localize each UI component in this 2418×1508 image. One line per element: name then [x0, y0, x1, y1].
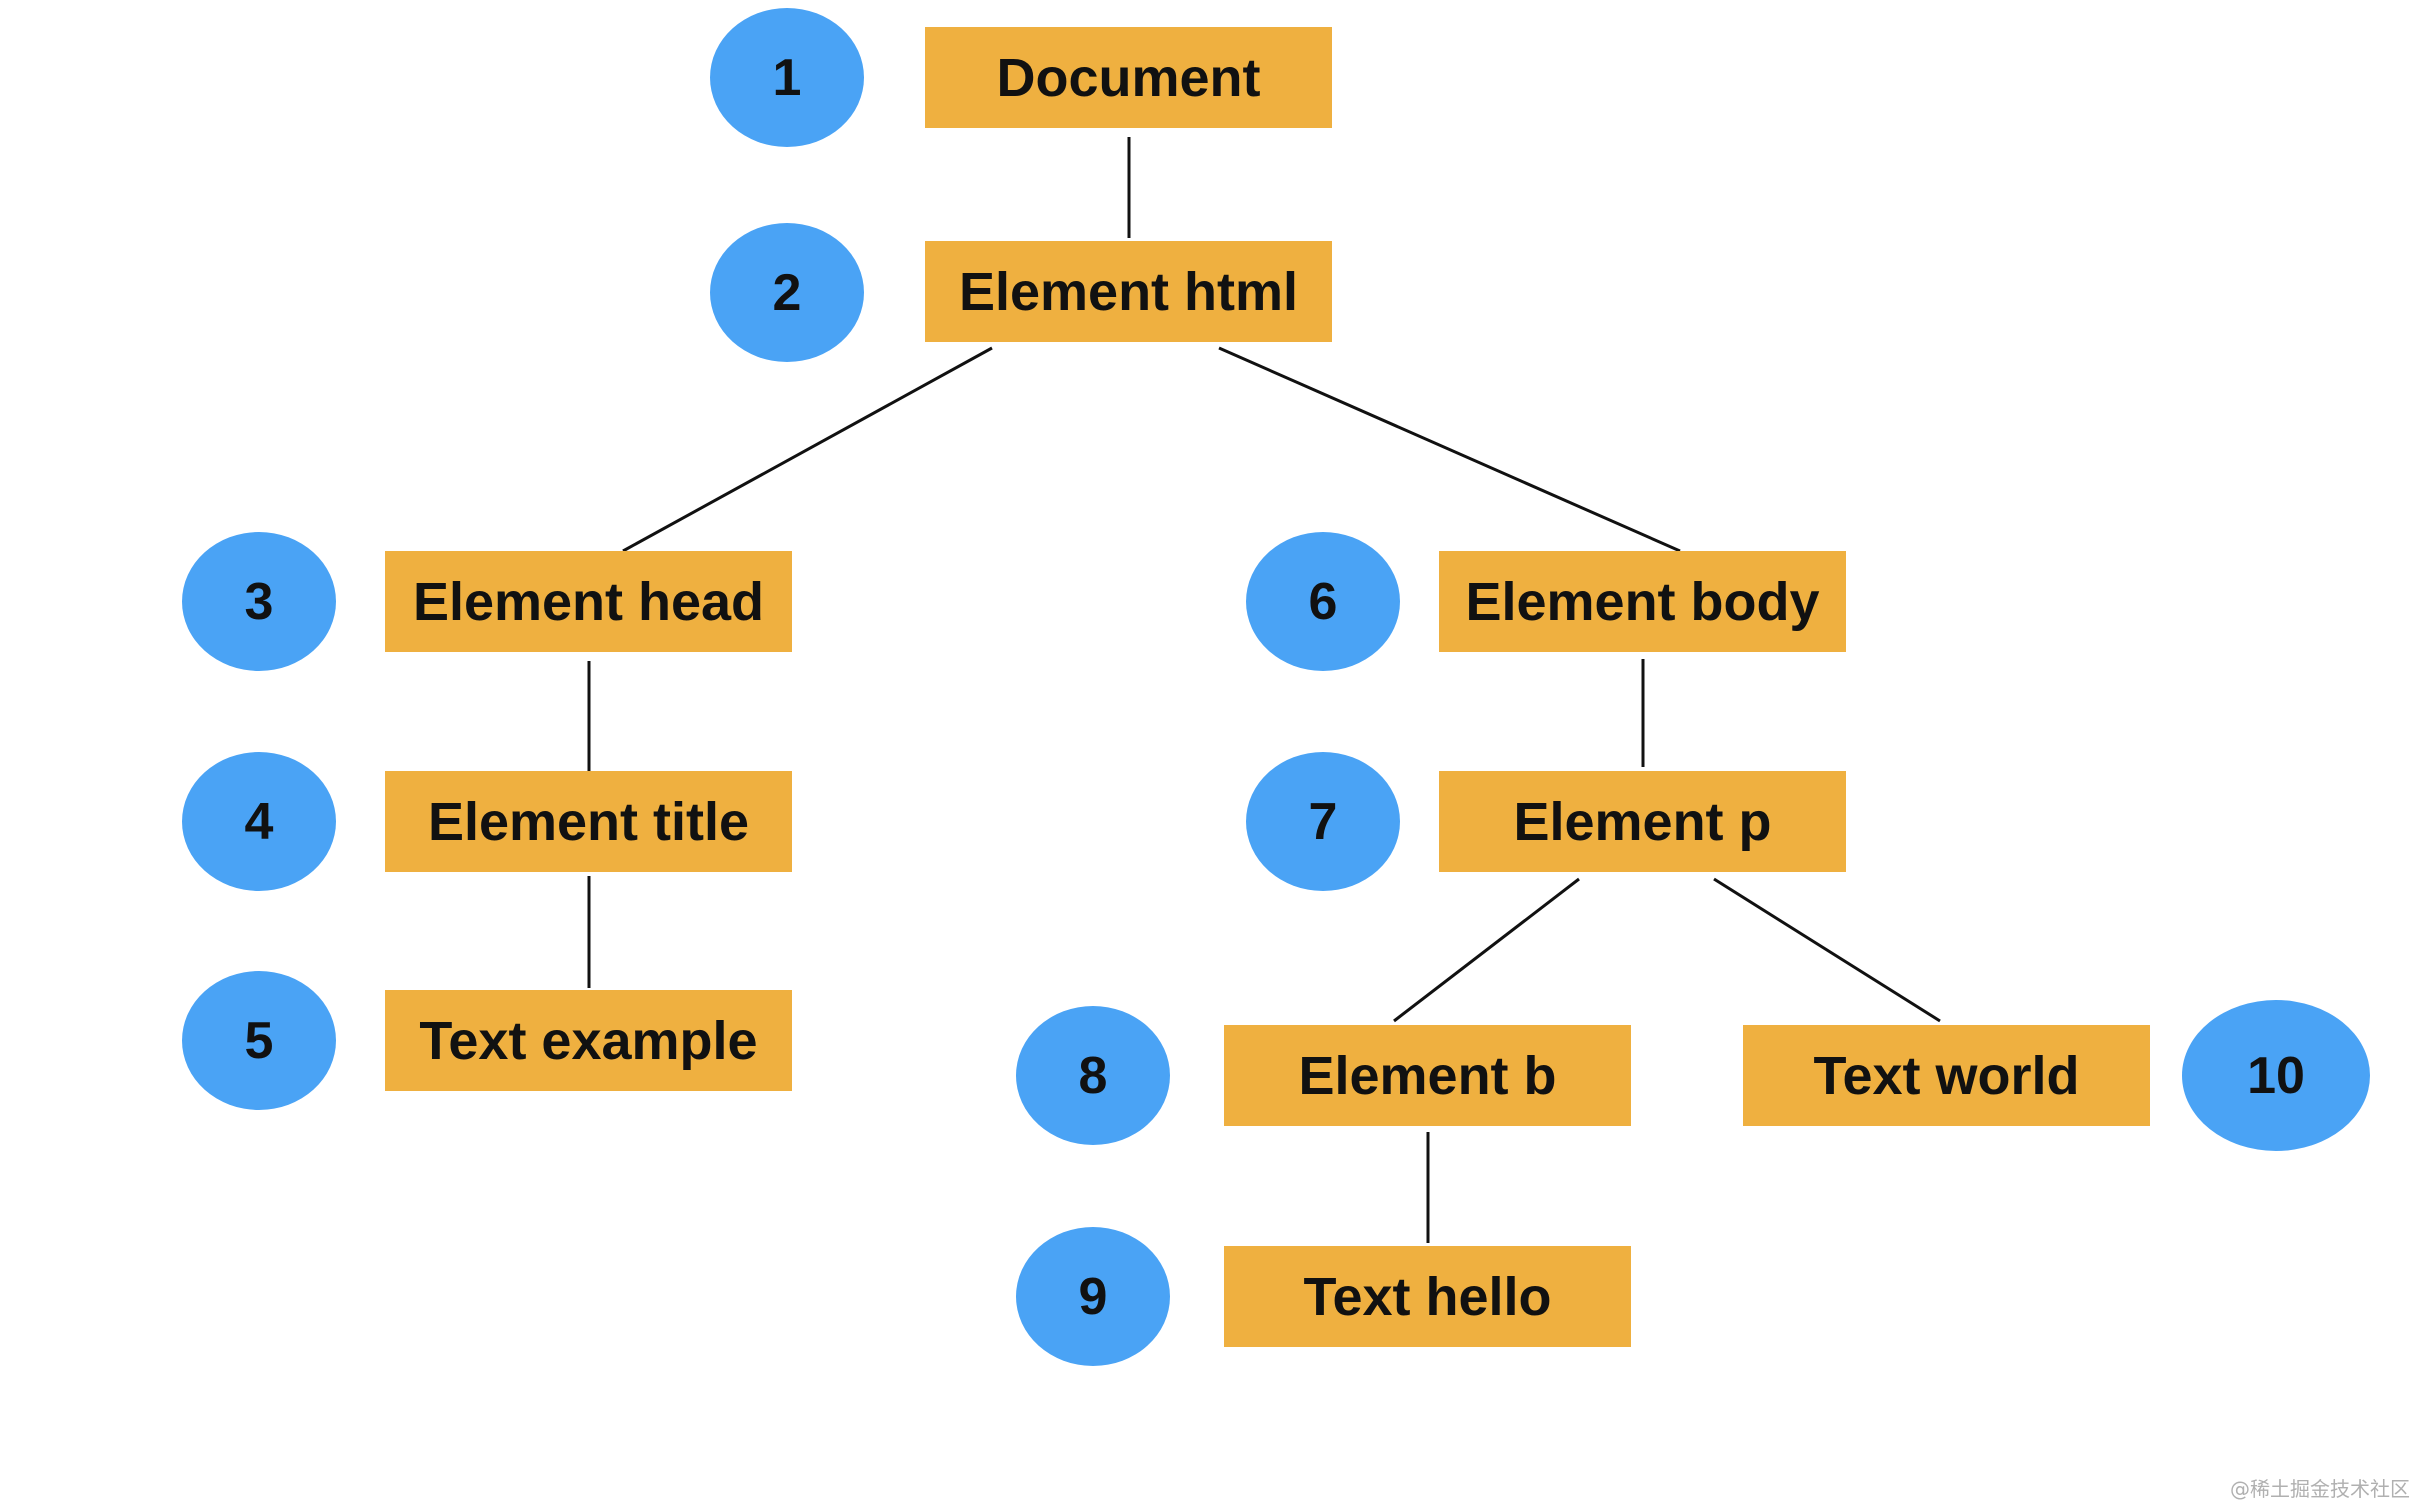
- edge-p-text-world: [1713, 877, 1941, 1023]
- order-badge-1: 1: [710, 8, 864, 147]
- order-badge-5: 5: [182, 971, 336, 1110]
- node-document: Document: [925, 27, 1332, 128]
- edge-p-b: [1393, 877, 1580, 1023]
- order-badge-9: 9: [1016, 1227, 1170, 1366]
- node-element-p: Element p: [1439, 771, 1846, 872]
- order-badge-3: 3: [182, 532, 336, 671]
- node-text-example: Text example: [385, 990, 792, 1091]
- node-element-html: Element html: [925, 241, 1332, 342]
- order-badge-10: 10: [2182, 1000, 2370, 1151]
- node-element-title: Element title: [385, 771, 792, 872]
- node-element-b: Element b: [1224, 1025, 1631, 1126]
- node-element-head: Element head: [385, 551, 792, 652]
- node-text-hello: Text hello: [1224, 1246, 1631, 1347]
- edge-html-body: [1218, 346, 1681, 553]
- order-badge-4: 4: [182, 752, 336, 891]
- order-badge-8: 8: [1016, 1006, 1170, 1145]
- order-badge-6: 6: [1246, 532, 1400, 671]
- node-element-body: Element body: [1439, 551, 1846, 652]
- node-text-world: Text world: [1743, 1025, 2150, 1126]
- watermark: @稀土掘金技术社区: [2230, 1477, 2410, 1501]
- edge-html-head: [622, 346, 993, 553]
- order-badge-7: 7: [1246, 752, 1400, 891]
- order-badge-2: 2: [710, 223, 864, 362]
